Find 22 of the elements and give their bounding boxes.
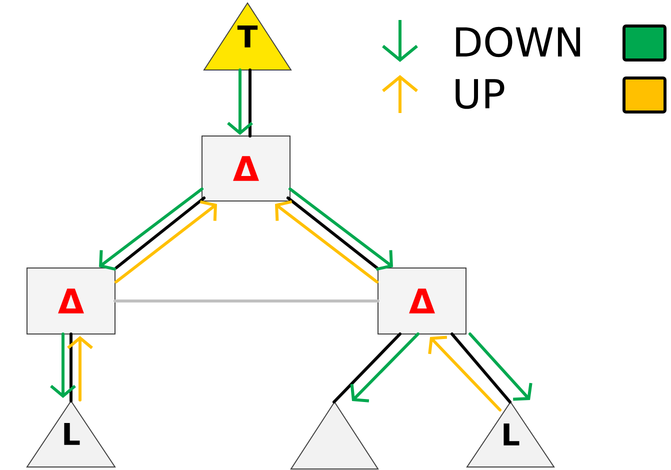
arrow	[468, 332, 532, 401]
arrow	[288, 187, 393, 271]
connector-line	[70, 332, 72, 402]
arrow	[227, 68, 253, 135]
arrow	[50, 332, 76, 398]
connector-line	[114, 300, 380, 302]
connector-line	[450, 332, 512, 404]
legend-label: UP	[456, 79, 504, 109]
arrow	[99, 187, 204, 271]
connector-line	[114, 196, 206, 270]
process-box: Δ	[378, 267, 466, 334]
arrow	[114, 200, 217, 284]
connector-line	[286, 196, 378, 270]
arrow	[67, 336, 93, 402]
process-box: Δ	[202, 136, 290, 202]
arrow	[275, 200, 378, 284]
arrow	[428, 336, 502, 412]
connector-line	[248, 68, 252, 138]
process-box: Δ	[26, 267, 116, 334]
connector-line	[332, 332, 402, 404]
arrow	[350, 332, 420, 402]
legend-label: DOWN	[456, 26, 580, 58]
